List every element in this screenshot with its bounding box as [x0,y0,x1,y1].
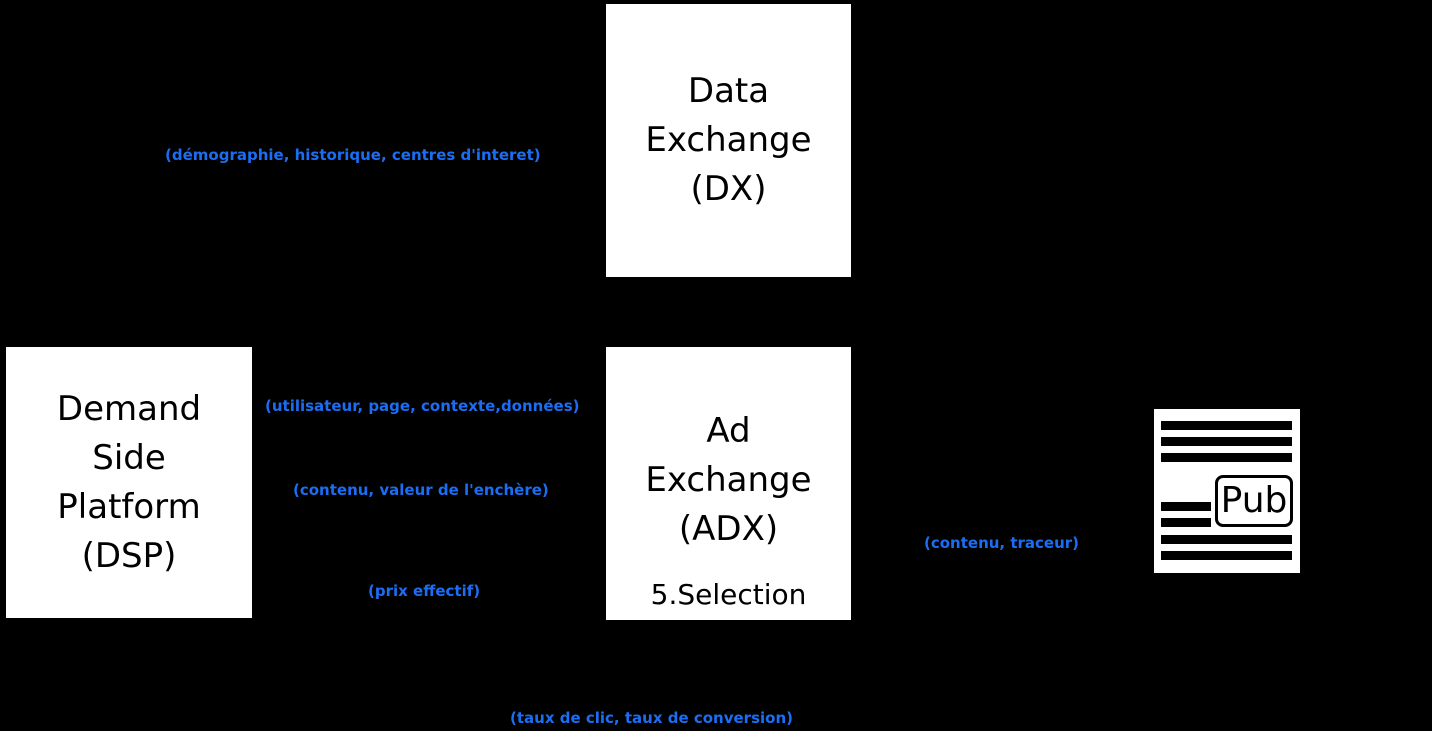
data-exchange-label-line: (DX) [690,169,767,209]
webpage-text-line-bar [1161,453,1292,462]
dsp-label-line: Platform [57,486,201,527]
flow-label-demographie: (démographie, historique, centres d'inte… [165,146,541,164]
dsp-label-line: Demand [56,388,202,429]
flow-label-utilisateur: (utilisateur, page, contexte,données) [265,397,580,415]
flow-label-enchere: (contenu, valeur de l'enchère) [293,481,549,499]
dsp-label-line: Side [92,437,166,478]
flow-label-prix: (prix effectif) [368,582,481,600]
ad-slot-box: Pub [1215,475,1293,527]
webpage-text-line-bar [1161,502,1211,511]
demand-side-platform-box: Demand Side Platform (DSP) [6,347,252,618]
webpage-text-line-bar [1161,535,1292,544]
selection-step-label: 5.Selection [650,578,807,611]
webpage-text-line-bar [1161,518,1211,527]
flow-label-taux: (taux de clic, taux de conversion) [510,709,793,727]
data-exchange-label-line: Exchange [645,120,812,160]
data-exchange-box: Data Exchange (DX) [606,4,851,277]
flow-label-traceur: (contenu, traceur) [924,534,1080,552]
ad-exchange-label-line: Exchange [645,460,812,500]
dsp-label-line: (DSP) [81,535,177,576]
ad-exchange-label-line: (ADX) [678,509,779,549]
data-exchange-label-line: Data [687,71,770,111]
webpage-text-line-bar [1161,421,1292,430]
ad-exchange-box: Ad Exchange (ADX) 5.Selection [606,347,851,620]
ad-exchange-label-line: Ad [706,411,751,451]
webpage-text-line-bar [1161,551,1292,560]
webpage-text-line-bar [1161,437,1292,446]
publisher-webpage-icon: Pub [1154,409,1300,573]
ad-slot-label: Pub [1220,480,1288,521]
ad-exchange-title: Ad Exchange (ADX) [645,407,811,554]
